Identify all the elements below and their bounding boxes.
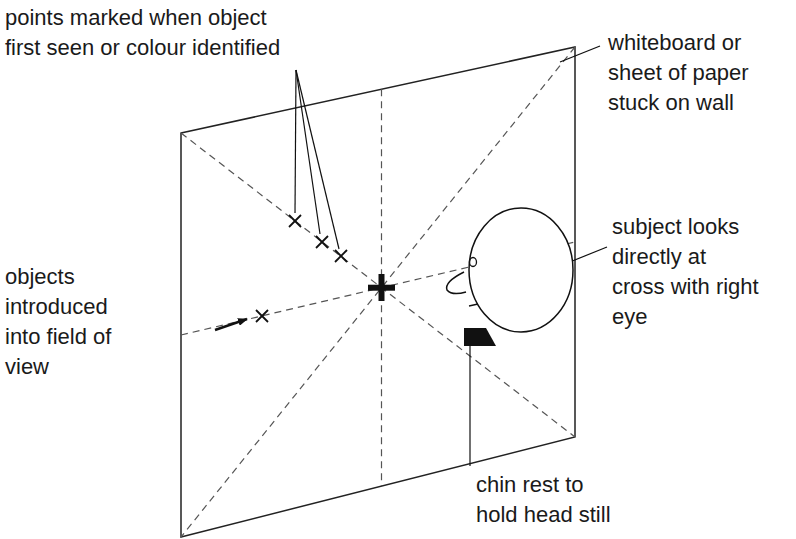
chin-rest	[464, 328, 496, 346]
leader-lines	[215, 46, 607, 466]
callout-label: points marked when object first seen or …	[3, 3, 282, 63]
callout-label: chin rest to hold head still	[474, 470, 613, 530]
guide-lines	[181, 47, 575, 537]
fixation-cross	[368, 274, 395, 301]
callout-label: whiteboard or sheet of paper stuck on wa…	[606, 28, 751, 118]
subject-head	[447, 208, 573, 332]
callout-label: subject looks directly at cross with rig…	[610, 212, 761, 332]
whiteboard	[181, 47, 575, 537]
callout-label: objects introduced into field of view	[3, 262, 113, 382]
marked-points	[256, 215, 347, 322]
